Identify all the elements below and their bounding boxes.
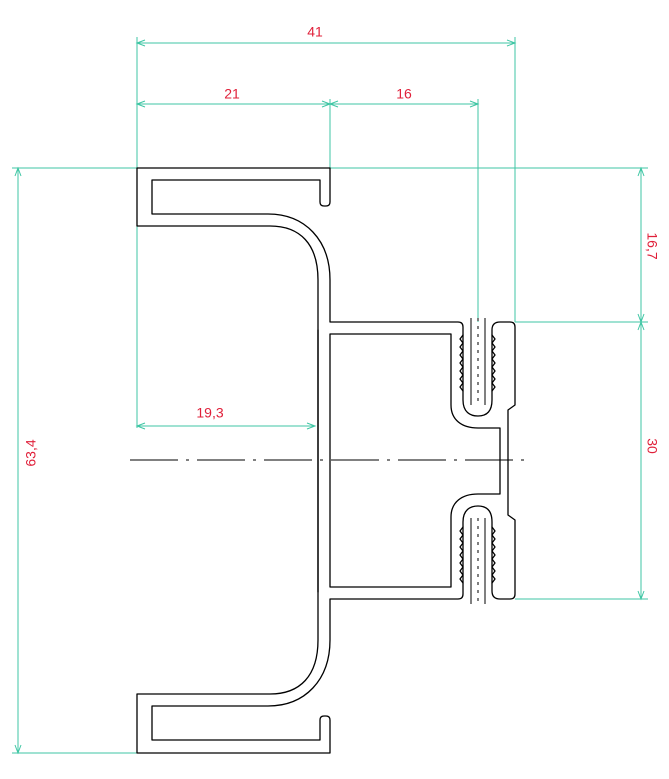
dimension-labels: 41 21 16 19,3 63,4 16,7 30 — [23, 24, 661, 467]
dimension-line-16-7 — [637, 166, 645, 324]
dimension-line-63-4 — [14, 166, 22, 755]
profile-outer-contour — [136, 167, 516, 754]
dimension-line-30 — [637, 320, 645, 601]
groove-serration-lower — [459, 526, 496, 584]
dimension-label-63-4: 63,4 — [23, 439, 39, 466]
dimension-label-30: 30 — [644, 438, 660, 454]
dimension-line-21 — [135, 100, 332, 108]
dimension-label-19-3: 19,3 — [196, 405, 223, 421]
groove-slot-lines — [470, 318, 486, 604]
aluminium-profile — [136, 167, 516, 754]
groove-serration-upper — [459, 334, 496, 392]
profile-inner-chamber — [329, 333, 501, 588]
dimension-label-16: 16 — [396, 86, 412, 102]
dimension-label-21: 21 — [224, 86, 240, 102]
dimension-line-41 — [135, 39, 517, 47]
dimension-label-41: 41 — [307, 24, 323, 40]
dimension-label-16-7: 16,7 — [644, 232, 660, 259]
dimension-line-19-3 — [135, 422, 317, 430]
dimension-line-16 — [328, 100, 480, 108]
